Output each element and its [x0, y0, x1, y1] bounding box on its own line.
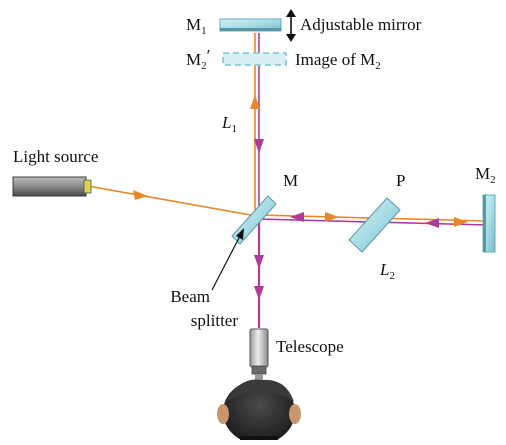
- m2-label: M2: [475, 164, 496, 186]
- mirror-m2: [482, 194, 496, 253]
- mirror-m1: [219, 18, 282, 32]
- adjust-double-arrow-icon: [286, 9, 296, 42]
- arrow-left-purple-near-m: [290, 212, 304, 222]
- m2-prime-label: M2′: [186, 46, 210, 72]
- arrow-down-telescope: [254, 255, 264, 269]
- telescope-label: Telescope: [276, 337, 344, 356]
- adjustable-mirror-label: Adjustable mirror: [300, 15, 422, 34]
- beam-arrows: [133, 95, 468, 300]
- arrow-up-orange: [250, 95, 260, 109]
- compensator-plate-p: [348, 197, 401, 253]
- beam-splitter-label-line1: Beam: [170, 287, 210, 306]
- beam-splitter-pointer: [211, 228, 244, 291]
- arrow-down-telescope-2: [254, 286, 264, 300]
- arrow-source-right: [133, 190, 148, 200]
- observer-head-icon: [217, 379, 301, 444]
- arrow-right-orange-near-m2: [454, 217, 468, 227]
- image-of-m2-mirror: [222, 52, 287, 66]
- l2-label: L2: [379, 260, 395, 282]
- arrow-down-purple: [254, 139, 264, 153]
- telescope: [249, 328, 269, 382]
- light-source: [12, 176, 92, 197]
- l1-label: L1: [221, 113, 237, 135]
- m1-label: M1: [186, 15, 207, 37]
- beam-splitter-label-line2: splitter: [191, 311, 239, 330]
- arrow-left-purple-near-m2: [425, 218, 439, 228]
- labels: M1 Adjustable mirror M2′ Image of M2 L1 …: [13, 15, 496, 356]
- image-of-m2-label: Image of M2: [295, 50, 381, 72]
- source-beam: [87, 185, 257, 217]
- arrow-right-orange-mid: [325, 212, 339, 222]
- m-label: M: [283, 171, 298, 190]
- light-source-label: Light source: [13, 147, 98, 166]
- p-label: P: [396, 171, 405, 190]
